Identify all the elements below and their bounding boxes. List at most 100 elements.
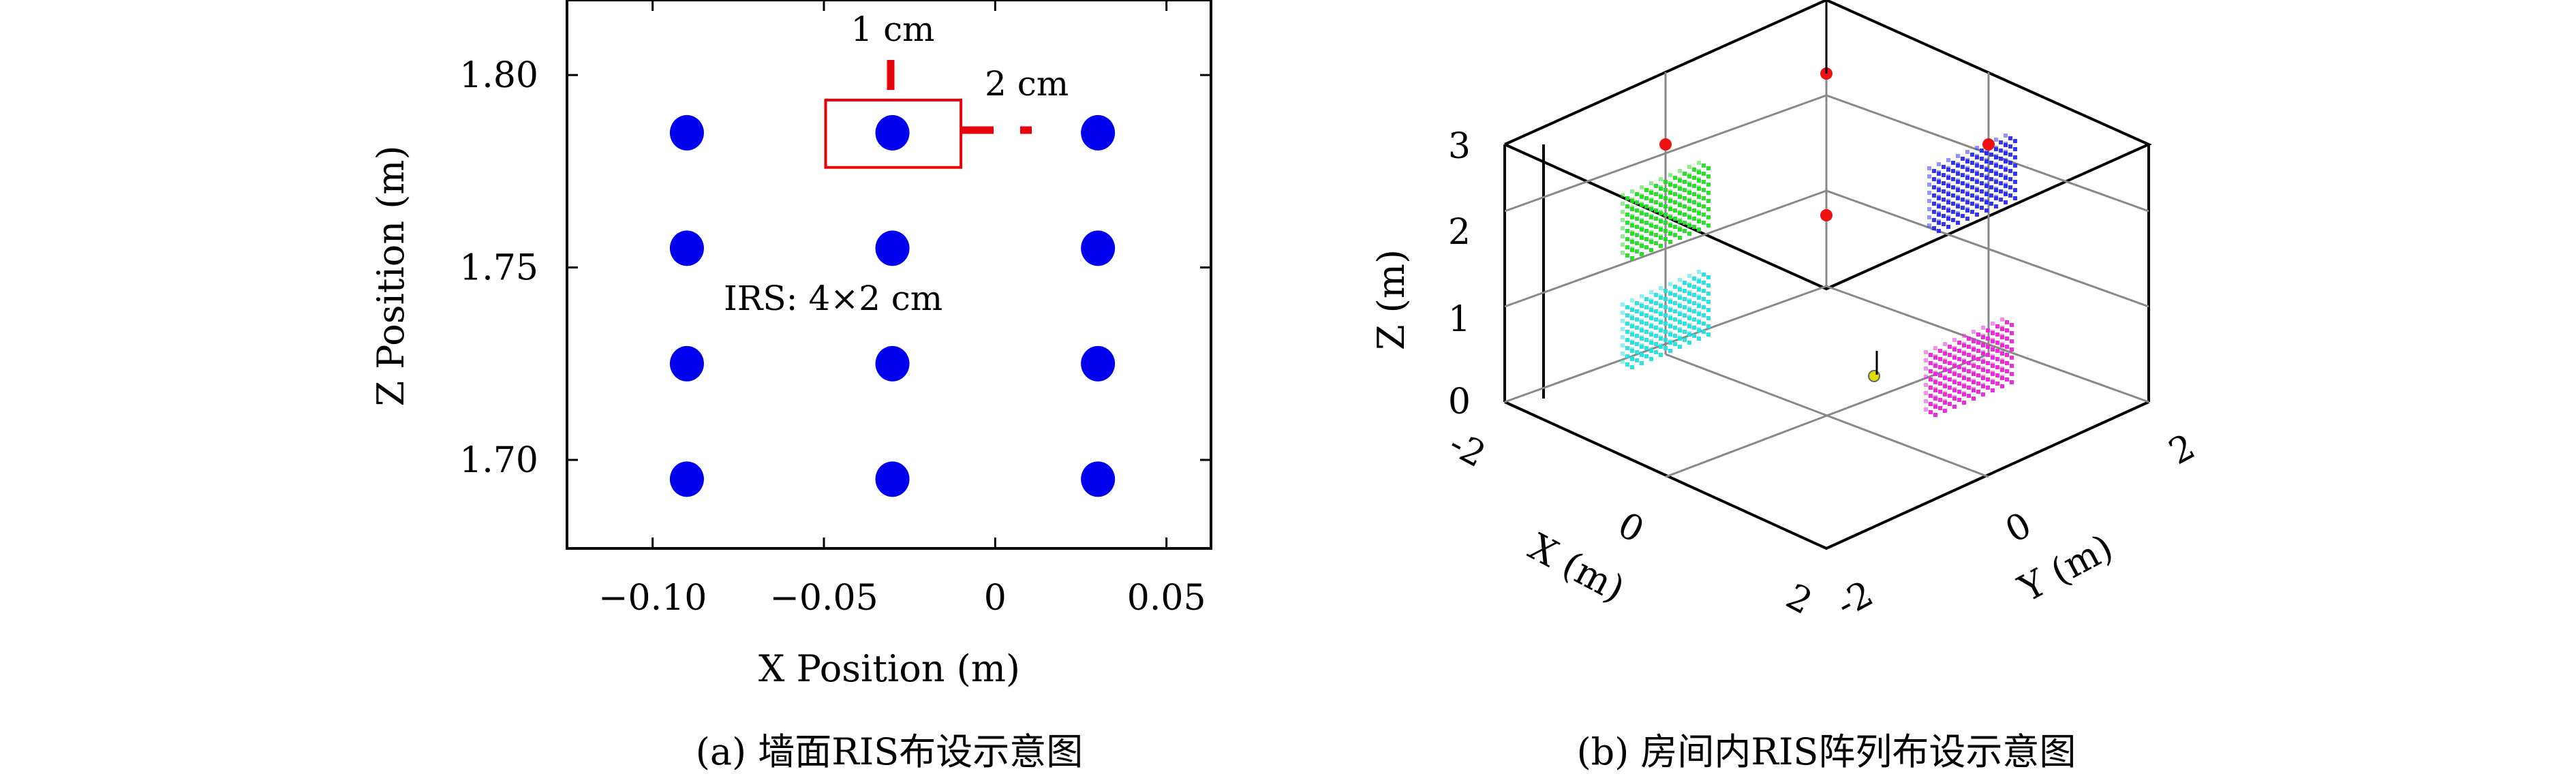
ris-element bbox=[1991, 362, 1995, 367]
ris-element bbox=[1962, 401, 1966, 405]
ris-element bbox=[1962, 358, 1966, 362]
ris-element bbox=[2004, 183, 2008, 187]
ris-element bbox=[2005, 377, 2009, 382]
ris-element bbox=[1924, 367, 1928, 371]
ris-element bbox=[1640, 343, 1644, 347]
ris-element bbox=[1644, 322, 1649, 326]
ris-element bbox=[1957, 365, 1961, 369]
ris-element bbox=[1644, 346, 1649, 350]
ris-element bbox=[1673, 233, 1677, 237]
ris-element bbox=[1697, 311, 1701, 315]
ris-element bbox=[1951, 161, 1955, 165]
ris-element bbox=[1678, 302, 1682, 307]
ris-element bbox=[1706, 207, 1711, 211]
ris-element bbox=[1625, 313, 1629, 317]
ris-element bbox=[1942, 165, 1946, 169]
ris-element bbox=[1625, 322, 1629, 326]
ris-element bbox=[1706, 324, 1711, 328]
ris-element bbox=[1644, 338, 1649, 342]
ris-element bbox=[1673, 208, 1677, 213]
ris-element bbox=[1678, 177, 1682, 181]
ris-element bbox=[1932, 169, 1936, 173]
ris-element bbox=[1644, 188, 1649, 192]
ris-element bbox=[1687, 165, 1691, 169]
ris-element bbox=[1967, 394, 1971, 398]
ris-element bbox=[1635, 233, 1639, 237]
ris-element bbox=[1927, 215, 1931, 219]
ris-element bbox=[1692, 192, 1696, 196]
ris-element bbox=[1649, 189, 1653, 193]
ris-element bbox=[1635, 358, 1639, 362]
ris-element bbox=[1630, 339, 1634, 343]
ris-element bbox=[1981, 350, 1985, 354]
ris-element bbox=[1644, 297, 1649, 301]
ris-element bbox=[1692, 208, 1696, 213]
ris-element bbox=[1697, 185, 1701, 189]
ris-element bbox=[1943, 409, 1947, 413]
ris-element bbox=[1635, 350, 1639, 354]
ris-element bbox=[1976, 357, 1980, 361]
ris-element bbox=[2004, 142, 2008, 146]
ris-element bbox=[1673, 293, 1677, 297]
ris-element bbox=[1967, 337, 1971, 341]
ris-element bbox=[1683, 322, 1687, 326]
ris-element bbox=[1663, 289, 1668, 293]
ris-element bbox=[1683, 221, 1687, 225]
ris-element bbox=[2010, 356, 2014, 360]
ris-element bbox=[2008, 185, 2012, 189]
ris-element bbox=[1668, 298, 1672, 302]
ris-element bbox=[1635, 217, 1639, 221]
ris-element bbox=[1654, 326, 1658, 330]
ris-element bbox=[1929, 361, 1933, 365]
ris-element bbox=[1924, 358, 1928, 362]
ris-element bbox=[2013, 180, 2017, 184]
ris-element bbox=[1692, 184, 1696, 188]
ris-element bbox=[1692, 200, 1696, 204]
ris-element bbox=[1692, 176, 1696, 180]
ris-element bbox=[1640, 202, 1644, 206]
ris-element bbox=[1702, 180, 1706, 184]
ris-element bbox=[1991, 346, 1995, 350]
ris-element bbox=[1706, 199, 1711, 203]
ris-element bbox=[1927, 174, 1931, 178]
ris-element bbox=[1668, 307, 1672, 311]
ris-element bbox=[1621, 343, 1625, 347]
ris-element bbox=[1981, 383, 1985, 387]
panel-a-ylabel: Z Position (m) bbox=[369, 145, 412, 406]
irs-point bbox=[1081, 230, 1116, 266]
ris-element bbox=[2010, 380, 2014, 384]
ris-element bbox=[1668, 222, 1672, 226]
ris-element bbox=[1654, 241, 1658, 245]
ris-element bbox=[1961, 206, 1965, 210]
ris-element bbox=[2000, 334, 2004, 338]
ris-element bbox=[1630, 256, 1634, 260]
ris-element bbox=[1981, 375, 1985, 379]
user-marker bbox=[1868, 370, 1880, 382]
ris-element bbox=[1956, 187, 1960, 191]
ris-element bbox=[1702, 273, 1706, 277]
ris-element bbox=[1683, 229, 1687, 233]
ris-element bbox=[1994, 195, 1998, 199]
ris-element bbox=[1706, 292, 1711, 296]
ris-element bbox=[1625, 204, 1629, 208]
ris-element bbox=[1644, 330, 1649, 334]
ris-element bbox=[1995, 341, 1999, 345]
ris-element bbox=[1952, 346, 1957, 350]
ris-element bbox=[1683, 330, 1687, 334]
ris-element bbox=[1678, 319, 1682, 323]
ris-element bbox=[1970, 177, 1974, 181]
ris-element bbox=[1933, 387, 1937, 391]
ris-element bbox=[1980, 165, 1984, 169]
ris-element bbox=[1649, 323, 1653, 327]
ris-element bbox=[1994, 187, 1998, 191]
ris-element bbox=[1933, 346, 1937, 350]
ris-element bbox=[1697, 327, 1701, 331]
ris-element bbox=[1678, 218, 1682, 222]
ris-element bbox=[1965, 150, 1969, 154]
ris-element bbox=[1972, 371, 1976, 375]
ris-element bbox=[1683, 338, 1687, 342]
ris-element bbox=[1697, 278, 1701, 282]
ris-element bbox=[2008, 193, 2012, 198]
ris-element bbox=[1965, 217, 1969, 221]
